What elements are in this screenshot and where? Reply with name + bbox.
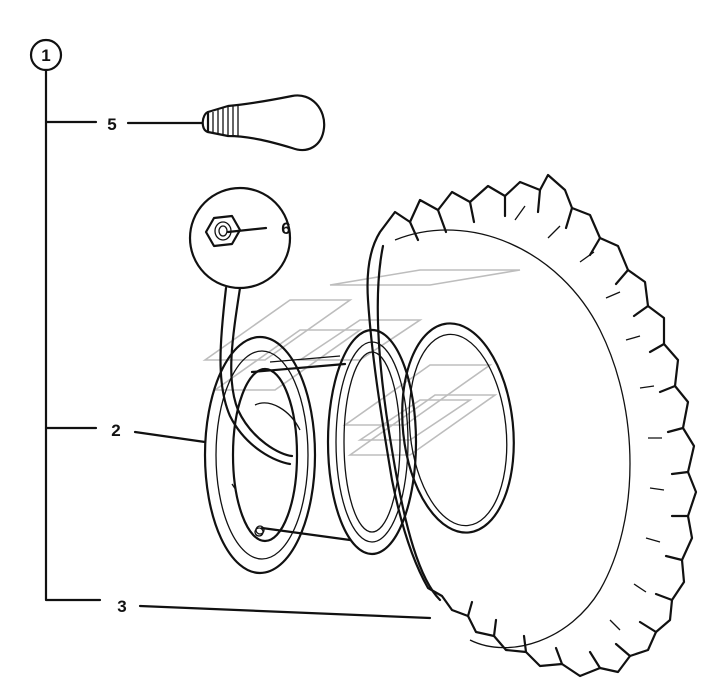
- valve-stem-band: [219, 286, 301, 466]
- callout-2-label: 2: [111, 421, 120, 440]
- callout-5-label: 5: [107, 115, 116, 134]
- valve-cap: [201, 94, 326, 152]
- rim: [203, 328, 418, 575]
- tyre: [366, 173, 698, 678]
- callout-6-label: 6: [281, 219, 290, 238]
- callout-3-label: 3: [117, 597, 126, 616]
- nut-detail: [188, 186, 292, 290]
- callout-1-label: 1: [41, 46, 50, 65]
- callout-lines: [29, 38, 432, 620]
- watermark-logo: [202, 269, 521, 456]
